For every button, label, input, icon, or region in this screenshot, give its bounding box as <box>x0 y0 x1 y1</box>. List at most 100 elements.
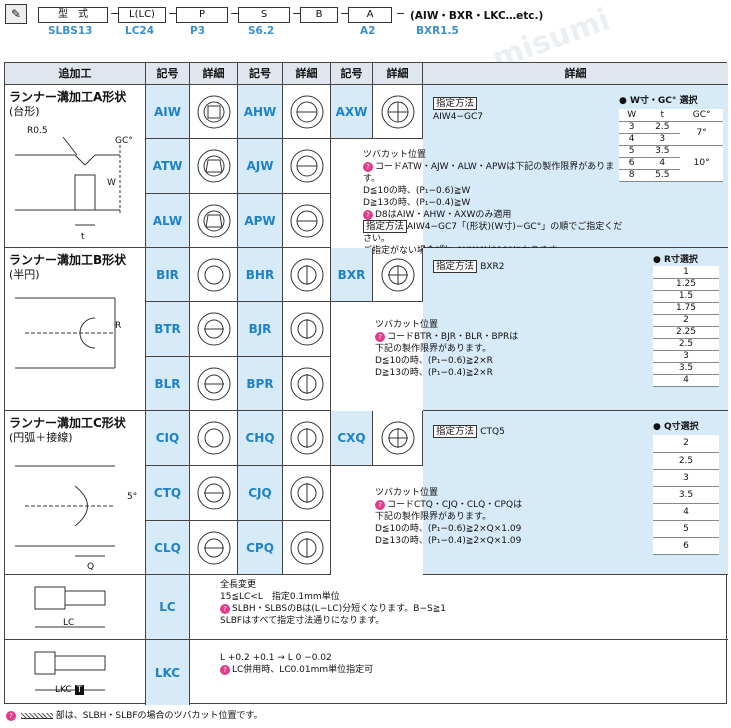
a-note-4: D8はAIW・AHW・AXWのみ適用 <box>375 210 512 220</box>
chq-detail-icon <box>283 411 331 466</box>
bir-detail-icon <box>190 248 238 302</box>
code-cjq: CJQ <box>238 466 283 521</box>
label-t: t <box>81 232 85 242</box>
header-code-2: 記号 <box>238 63 283 85</box>
info-icon: ? <box>6 710 16 721</box>
example-a: A2 <box>360 25 376 37</box>
code-alw: ALW <box>146 194 190 248</box>
info-icon: ? <box>363 161 373 172</box>
a-note-1: コードATW・AJW・ALW・APWは下記の製作限界があります。 <box>363 162 615 184</box>
tool-icon: ✎ <box>5 4 27 24</box>
section-a-title: ランナー溝加工A形状 <box>9 90 127 104</box>
code-ciq: CIQ <box>146 411 190 466</box>
footer-text: 部は、SLBH・SLBFの場合のツバカット位置です。 <box>55 711 263 721</box>
section-b-detail: 指定方法 BXR2 ● R寸選択 1 1.25 1.5 1.75 2 2.25 … <box>423 248 728 411</box>
code-apw: APW <box>238 194 283 248</box>
footer-note: ? 部は、SLBH・SLBFの場合のツバカット位置です。 <box>6 710 263 722</box>
code-axw: AXW <box>331 85 373 139</box>
code-atw: ATW <box>146 139 190 194</box>
opt-c: 6 <box>653 537 719 555</box>
lc-note-2: SLBH・SLBSのBは(L−LC)分短くなります。B−S≧1 <box>232 604 446 614</box>
b-note-3: D≦10の時、(P₁−0.6)≧2×R <box>375 356 493 366</box>
info-icon: ? <box>375 499 385 510</box>
opt-a-head-w: W <box>619 109 645 122</box>
label-r: R <box>115 321 122 331</box>
axw-detail-icon <box>373 85 423 139</box>
section-a-option-title: ● W寸・GC° 選択 <box>619 96 698 106</box>
section-c-option-title: ● Q寸選択 <box>653 422 699 432</box>
info-icon: ? <box>375 331 385 342</box>
label-5deg: 5° <box>127 492 138 502</box>
header-detail-1: 詳細 <box>190 63 238 85</box>
code-blr: BLR <box>146 357 190 411</box>
a-note-3: D≧13の時、(P₁−0.4)≧W <box>363 198 471 208</box>
opt-c: 2 <box>653 435 719 453</box>
cjq-detail-icon <box>283 466 331 521</box>
b-note-2: 下記の製作限界があります。 <box>375 344 492 354</box>
atw-detail-icon <box>190 139 238 194</box>
code-bir: BIR <box>146 248 190 302</box>
aiw-detail-icon <box>190 85 238 139</box>
ahw-detail-icon <box>283 85 331 139</box>
opt-b: 2 <box>653 314 719 327</box>
header-detail-3: 詳細 <box>373 63 423 85</box>
label-lkc: LKC <box>55 685 72 695</box>
alw-detail-icon <box>190 194 238 248</box>
opt-a-w: 3 <box>619 121 645 134</box>
lkc-tolerance: L +0.2 +0.1 → L 0 −0.02 <box>220 653 332 663</box>
opt-a-w: 5 <box>619 145 645 158</box>
info-icon: ? <box>220 603 230 614</box>
opt-b: 3 <box>653 350 719 363</box>
c-note-2: 下記の製作限界があります。 <box>375 512 492 522</box>
opt-a-t: 2.5 <box>644 121 681 134</box>
c-note-0: ツバカット位置 <box>375 488 439 498</box>
header-code-1: 記号 <box>146 63 190 85</box>
section-lkc-detail: L +0.2 +0.1 → L 0 −0.02 ?LC併用時、LC0.01mm単… <box>190 640 728 705</box>
opt-b: 3.5 <box>653 362 719 375</box>
section-lc-figure: LC <box>5 575 146 640</box>
lkc-drawing <box>34 651 106 691</box>
opt-b: 1.75 <box>653 302 719 315</box>
code-bxr: BXR <box>331 248 373 302</box>
apw-detail-icon <box>283 194 331 248</box>
c-note-1: コードCTQ・CJQ・CLQ・CPQは <box>387 500 523 510</box>
label-r05: R0.5 <box>27 126 48 136</box>
code-suffix: (AIW・BXR・LKC…etc.) <box>410 10 544 22</box>
section-lkc-figure: LKC T <box>5 640 146 705</box>
code-bpr: BPR <box>238 357 283 411</box>
opt-b: 1.5 <box>653 290 719 303</box>
lkc-note: LC併用時、LC0.01mm単位指定可 <box>232 665 374 675</box>
opt-a-head-gc: GC° <box>680 109 723 122</box>
b-note-1: コードBTR・BJR・BLR・BPRは <box>387 332 519 342</box>
code-bjr: BJR <box>238 302 283 357</box>
example-type: SLBS13 <box>48 25 93 37</box>
a-note-2: D≦10の時、(P₁−0.6)≧W <box>363 186 471 196</box>
opt-a-w: 6 <box>619 157 645 170</box>
cxq-detail-icon <box>373 411 423 466</box>
section-c-figure: ランナー溝加工C形状 (円弧＋接線) 5° Q <box>5 411 146 575</box>
section-a-notes: ツバカット位置 ?コードATW・AJW・ALW・APWは下記の製作限界があります… <box>363 149 623 257</box>
spec-table: 追加工 記号 詳細 記号 詳細 記号 詳細 詳細 ランナー溝加工A形状 (台形)… <box>4 62 728 705</box>
opt-c: 3 <box>653 469 719 487</box>
opt-a-w: 4 <box>619 133 645 146</box>
t-badge: T <box>74 685 85 695</box>
code-box-s: S <box>238 7 290 23</box>
section-b-drawing <box>15 297 116 369</box>
label-lc: LC <box>63 618 75 628</box>
info-icon: ? <box>363 209 373 220</box>
b-note-0: ツバカット位置 <box>375 320 439 330</box>
c-note-3: D≦10の時、(P₁−0.6)≧2×Q×1.09 <box>375 524 522 534</box>
header-code-3: 記号 <box>331 63 373 85</box>
section-a-sub: (台形) <box>9 105 40 118</box>
header-process: 追加工 <box>5 63 146 85</box>
opt-a-t: 4 <box>644 157 681 170</box>
header-detail-main: 詳細 <box>423 63 728 85</box>
clq-detail-icon <box>190 521 238 575</box>
code-box-type: 型 式 <box>38 7 108 23</box>
opt-b: 1 <box>653 266 719 279</box>
lc-note-1: 15≦LC<L 指定0.1mm単位 <box>220 592 340 602</box>
section-b-figure: ランナー溝加工B形状 (半円) R <box>5 248 146 411</box>
code-box-b: B <box>300 7 338 23</box>
btr-detail-icon <box>190 302 238 357</box>
